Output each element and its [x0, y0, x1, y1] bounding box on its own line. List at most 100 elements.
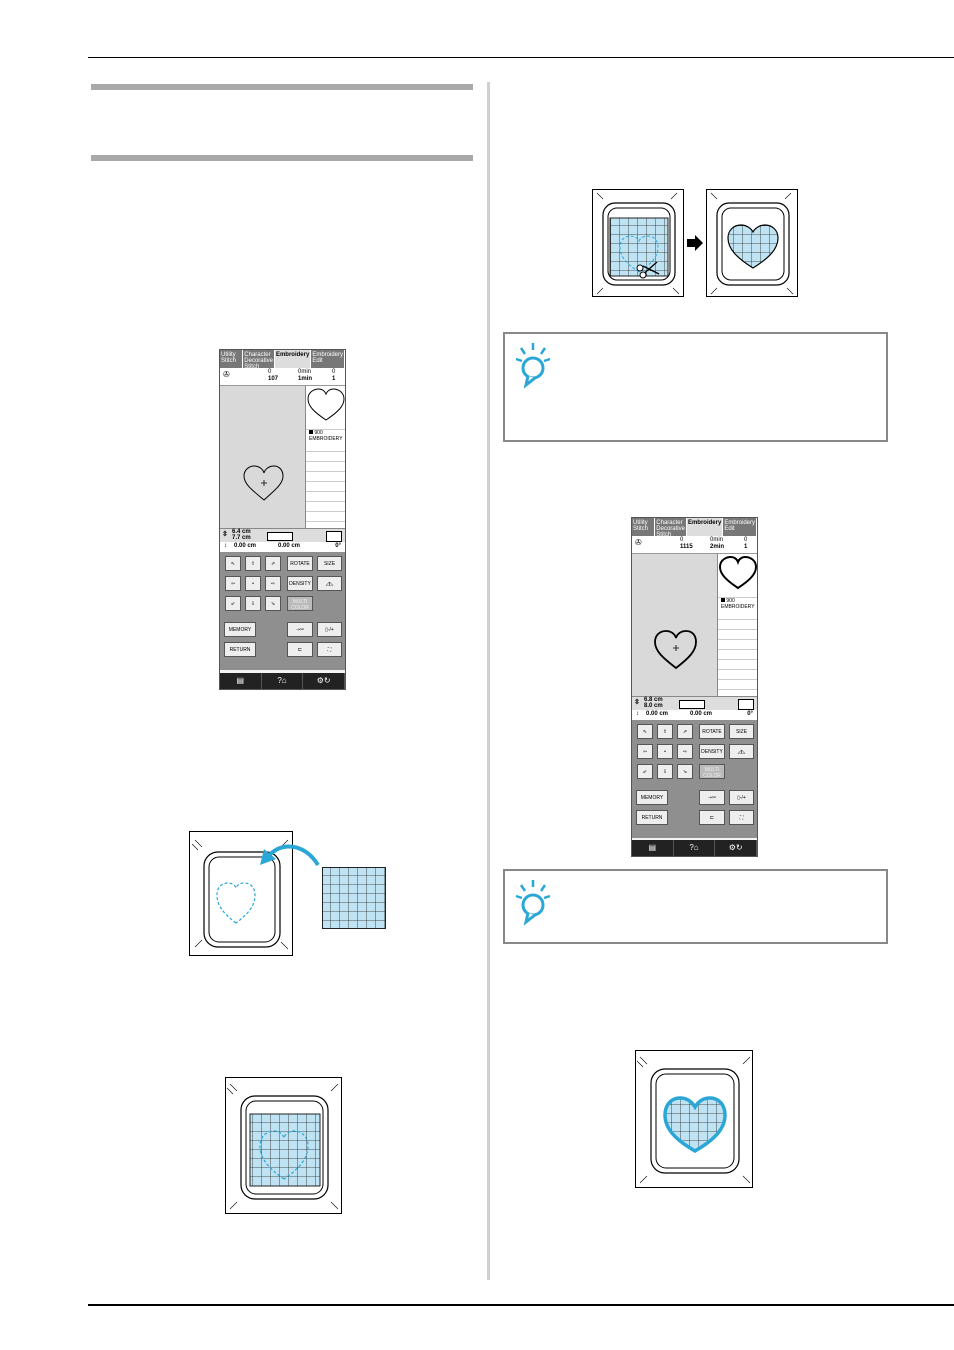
- dashed-heart: [216, 882, 256, 924]
- manual-icon[interactable]: ▤: [220, 673, 262, 689]
- view-icon[interactable]: [326, 531, 342, 542]
- move-right-button[interactable]: ⇨: [677, 744, 693, 759]
- cut-heart-illustration: [706, 189, 798, 297]
- stitch-info-bar: ✇ 0 107 0min 1min 0 1: [220, 368, 345, 386]
- tab-embroidery-edit[interactable]: Embroidery Edit: [311, 350, 345, 368]
- help-icon[interactable]: ?⌂: [262, 673, 304, 689]
- tab-embroidery[interactable]: Embroidery: [686, 518, 724, 536]
- cut-fabric-illustration: [592, 189, 684, 297]
- move-up-button[interactable]: ⇧: [245, 556, 261, 571]
- vertical-arrow-icon: ↕: [224, 543, 227, 549]
- density-button[interactable]: DENSITY: [699, 744, 725, 759]
- frame-icon: [267, 532, 293, 541]
- stitch-step-button[interactable]: ▯-/+: [729, 790, 754, 805]
- mirror-image-button[interactable]: ◿◺: [317, 576, 342, 591]
- move-left-button[interactable]: ⇦: [225, 576, 241, 591]
- color-count-total: 0: [744, 537, 748, 543]
- move-up-button[interactable]: ⇧: [657, 724, 673, 739]
- center-cross: [673, 645, 679, 651]
- pattern-side-panel: 900 EMBROIDERY: [306, 386, 345, 528]
- rotation-angle: 0°: [747, 711, 753, 717]
- pattern-width: 7.7 cm: [232, 535, 251, 541]
- color-code: 900: [314, 430, 323, 436]
- rotate-button[interactable]: ROTATE: [699, 724, 725, 739]
- size-icon: ⇳: [634, 699, 640, 706]
- stitch-count-total: 0: [680, 537, 684, 543]
- size-button[interactable]: SIZE: [729, 724, 754, 739]
- settings-icon[interactable]: ⚙↻: [715, 840, 757, 856]
- return-button[interactable]: RETURN: [636, 810, 668, 825]
- help-icon[interactable]: ?⌂: [674, 840, 716, 856]
- density-button[interactable]: DENSITY: [287, 576, 313, 591]
- trial-button[interactable]: ⛶: [729, 810, 754, 825]
- frame-move-button[interactable]: ⊏: [699, 810, 725, 825]
- tab-utility-stitch[interactable]: Utility Stitch: [220, 350, 244, 368]
- position-status-bar: ↕ 0.00 cm 0.00 cm 0°: [220, 542, 345, 552]
- move-up-right-button[interactable]: ⇗: [677, 724, 693, 739]
- size-icon: ⇳: [222, 531, 228, 538]
- tab-character-decorative[interactable]: Character Decorative Stitch: [655, 518, 687, 538]
- move-down-left-button[interactable]: ⇙: [225, 596, 241, 611]
- manual-icon[interactable]: ▤: [632, 840, 674, 856]
- pattern-preview: [632, 554, 718, 696]
- rotate-button[interactable]: ROTATE: [287, 556, 313, 571]
- stitch-info-bar: ✇ 0 1115 0min 2min 0 1: [632, 536, 757, 554]
- position-horizontal: 0.00 cm: [278, 543, 301, 549]
- view-icon[interactable]: [738, 699, 754, 710]
- vertical-arrow-icon: ↕: [636, 711, 639, 717]
- color-name: EMBROIDERY: [309, 436, 343, 442]
- memory-button[interactable]: MEMORY: [636, 790, 668, 805]
- rotation-angle: 0°: [335, 543, 341, 549]
- move-up-left-button[interactable]: ⇖: [637, 724, 653, 739]
- move-up-left-button[interactable]: ⇖: [225, 556, 241, 571]
- heart-thumbnail: [718, 555, 757, 590]
- thread-cut-button[interactable]: ⇢✂: [287, 622, 313, 637]
- stitch-step-button[interactable]: ▯-/+: [317, 622, 342, 637]
- mirror-image-button[interactable]: ◿◺: [729, 744, 754, 759]
- edit-control-panel: ⇖ ⇧ ⇗ ⇦ • ⇨ ⇙ ⇩ ⇘ ROTATE SIZE DENSITY ◿◺…: [220, 552, 345, 670]
- move-left-button[interactable]: ⇦: [637, 744, 653, 759]
- tab-character-decorative[interactable]: Character Decorative Stitch: [243, 350, 275, 370]
- tab-utility-stitch[interactable]: Utility Stitch: [632, 518, 656, 536]
- return-button[interactable]: RETURN: [224, 642, 256, 657]
- heart-outline: [243, 465, 284, 501]
- memory-button[interactable]: MEMORY: [224, 622, 256, 637]
- stitched-heart: [663, 1096, 727, 1154]
- move-down-left-button[interactable]: ⇙: [637, 764, 653, 779]
- multi-color-button[interactable]: MULTI COLOR: [699, 764, 725, 779]
- move-right-button[interactable]: ⇨: [265, 576, 281, 591]
- multi-color-button[interactable]: MULTI COLOR: [287, 596, 313, 611]
- size-button[interactable]: SIZE: [317, 556, 342, 571]
- hoop-illustration-fabric: [225, 1077, 342, 1214]
- pattern-height: 6.8 cm: [644, 697, 663, 703]
- frame-move-button[interactable]: ⊏: [287, 642, 313, 657]
- column-divider: [487, 82, 490, 1280]
- frame-icon: [679, 700, 705, 709]
- move-down-right-button[interactable]: ⇘: [677, 764, 693, 779]
- tab-embroidery-edit[interactable]: Embroidery Edit: [723, 518, 757, 536]
- trial-button[interactable]: ⛶: [317, 642, 342, 657]
- settings-icon[interactable]: ⚙↻: [303, 673, 345, 689]
- top-rule: [88, 57, 954, 58]
- machine-screen-2: Utility Stitch Character Decorative Stit…: [631, 517, 758, 857]
- move-down-right-button[interactable]: ⇘: [265, 596, 281, 611]
- time-remaining: 1min: [298, 376, 313, 382]
- move-down-button[interactable]: ⇩: [657, 764, 673, 779]
- presser-foot-icon: ✇: [635, 538, 642, 547]
- color-count-total: 0: [332, 369, 336, 375]
- color-code: 900: [726, 598, 735, 604]
- fabric-piece: [322, 867, 386, 929]
- pattern-width: 8.0 cm: [644, 703, 663, 709]
- move-down-button[interactable]: ⇩: [245, 596, 261, 611]
- center-button[interactable]: •: [245, 576, 261, 591]
- thread-cut-button[interactable]: ⇢✂: [699, 790, 725, 805]
- bottom-toolbar: ▤ ?⌂ ⚙↻: [632, 840, 757, 856]
- position-vertical: 0.00 cm: [234, 543, 257, 549]
- stitch-count: 107: [268, 376, 279, 382]
- size-status-bar: ⇳ 6.4 cm 7.7 cm: [220, 528, 345, 544]
- note-box-2: [503, 869, 888, 944]
- fabric-heart: [727, 224, 779, 269]
- tab-embroidery[interactable]: Embroidery: [274, 350, 312, 368]
- move-up-right-button[interactable]: ⇗: [265, 556, 281, 571]
- center-button[interactable]: •: [657, 744, 673, 759]
